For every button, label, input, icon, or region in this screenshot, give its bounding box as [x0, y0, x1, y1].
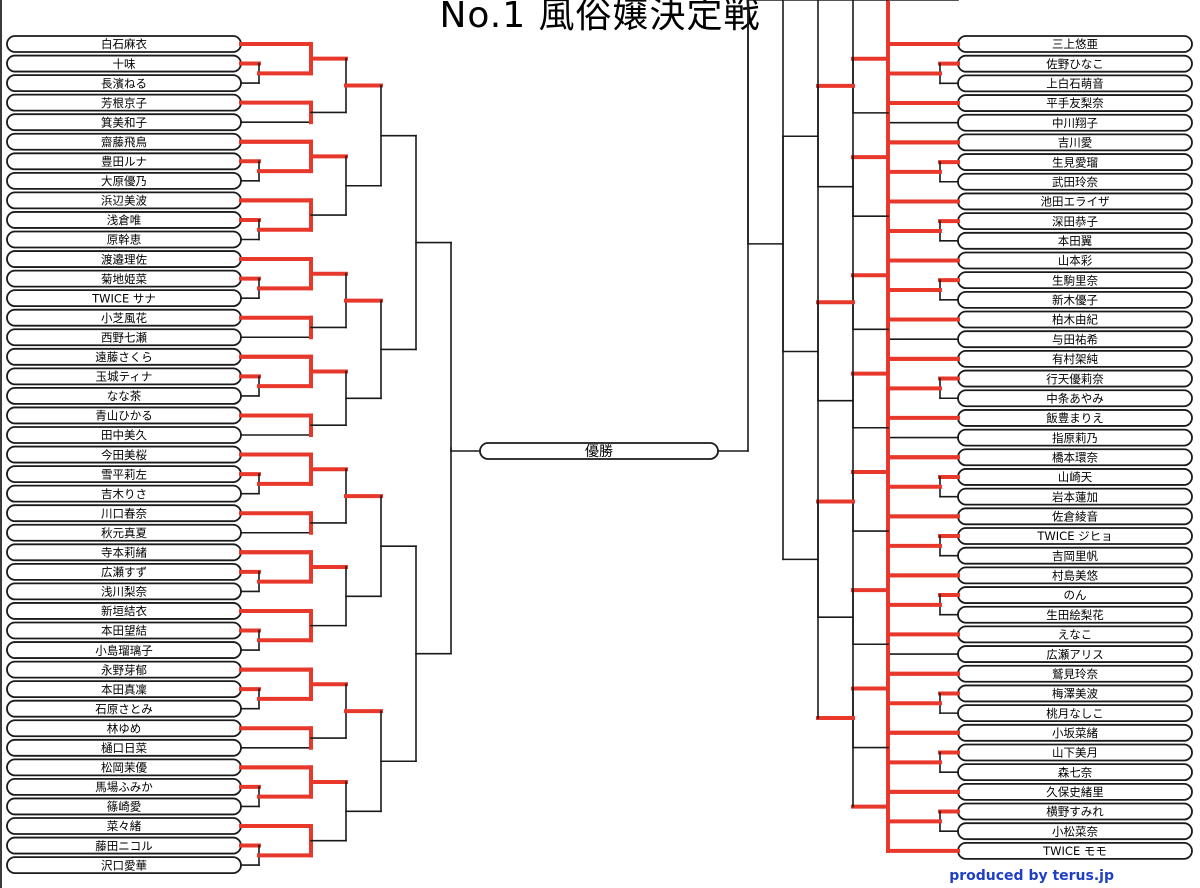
- left-entrant-12-label: 菊地姫菜: [101, 272, 147, 286]
- left-entrant-33-label: 本田真凜: [101, 682, 147, 696]
- right-entrant-5-label: 吉川愛: [1058, 136, 1093, 150]
- left-entrant-21-label: 今田美桜: [101, 448, 147, 462]
- right-entrant-2-label: 上白石萌音: [1046, 77, 1104, 91]
- right-entrant-10-label: 本田翼: [1058, 234, 1093, 248]
- right-entrant-4-label: 中川翔子: [1052, 116, 1098, 130]
- left-entrant-32-label: 永野芽郁: [101, 663, 147, 677]
- left-entrant-11-label: 渡邉理佐: [101, 252, 147, 266]
- left-entrant-24-label: 川口春奈: [101, 506, 147, 520]
- right-entrant-21-label: 橋本環奈: [1052, 450, 1098, 464]
- right-entrant-17-label: 行天優莉奈: [1046, 372, 1104, 386]
- right-entrant-3-label: 平手友梨奈: [1046, 96, 1104, 110]
- left-entrant-42-label: 沢口愛華: [101, 858, 147, 872]
- right-entrant-20-label: 指原莉乃: [1052, 431, 1098, 445]
- right-entrant-41-label: TWICE モモ: [1042, 844, 1107, 858]
- right-entrant-14-label: 柏木由紀: [1052, 313, 1098, 327]
- right-entrant-23-label: 岩本蓮加: [1052, 490, 1098, 504]
- right-entrant-24-label: 佐倉綾音: [1052, 510, 1098, 524]
- left-entrant-25-label: 秋元真夏: [101, 526, 147, 540]
- right-entrant-12-label: 生駒里奈: [1052, 273, 1098, 287]
- right-entrant-39-label: 横野すみれ: [1046, 805, 1104, 819]
- right-entrant-6-label: 生見愛瑠: [1052, 155, 1098, 169]
- left-entrant-23-label: 吉木りさ: [101, 487, 147, 501]
- right-entrant-28-label: のん: [1064, 588, 1087, 602]
- left-entrant-3-label: 芳根京子: [101, 96, 147, 110]
- credit-text: produced by terus.jp: [949, 868, 1114, 884]
- left-entrant-36-label: 樋口日菜: [101, 741, 147, 755]
- right-entrant-38-label: 久保史緒里: [1046, 785, 1104, 799]
- left-entrant-15-label: 西野七瀬: [101, 330, 147, 344]
- right-entrant-8-label: 池田エライザ: [1041, 195, 1110, 209]
- left-entrant-34-label: 石原さとみ: [95, 702, 153, 716]
- left-entrant-28-label: 浅川梨奈: [101, 585, 147, 599]
- right-entrant-25-label: TWICE ジヒョ: [1036, 529, 1112, 543]
- right-entrant-13-label: 新木優子: [1052, 293, 1098, 307]
- right-entrant-11-label: 山本彩: [1058, 254, 1093, 268]
- left-entrant-19-label: 青山ひかる: [95, 409, 153, 423]
- left-entrant-0-label: 白石麻衣: [101, 37, 147, 51]
- right-entrant-29-label: 生田絵梨花: [1046, 608, 1104, 622]
- left-entrant-35-label: 林ゆめ: [107, 721, 142, 735]
- right-entrant-19-label: 飯豊まりえ: [1046, 411, 1104, 425]
- left-entrant-40-label: 菜々緒: [107, 819, 142, 833]
- page-title: No.1 風俗嬢決定戦: [439, 0, 761, 36]
- left-entrant-10-label: 原幹恵: [107, 233, 142, 247]
- left-entrant-41-label: 藤田ニコル: [95, 839, 153, 853]
- left-entrant-26-label: 寺本莉緒: [101, 546, 147, 560]
- left-entrant-39-label: 篠崎愛: [107, 800, 142, 814]
- left-entrant-1-label: 十味: [113, 57, 136, 71]
- left-entrant-2-label: 長濱ねる: [101, 76, 147, 90]
- right-entrant-37-label: 森七奈: [1058, 765, 1093, 779]
- right-entrant-16-label: 有村架純: [1052, 352, 1098, 366]
- right-entrant-26-label: 吉岡里帆: [1052, 549, 1098, 563]
- left-entrant-14-label: 小芝風花: [101, 311, 147, 325]
- right-entrant-30-label: えなこ: [1058, 628, 1093, 642]
- left-entrant-17-label: 玉城ティナ: [96, 370, 153, 384]
- left-entrant-20-label: 田中美久: [101, 428, 147, 442]
- left-entrant-13-label: TWICE サナ: [91, 291, 156, 305]
- champion-label: 優勝: [585, 444, 613, 460]
- right-entrant-31-label: 広瀬アリス: [1046, 647, 1104, 661]
- right-entrant-27-label: 村島美悠: [1052, 569, 1098, 583]
- left-entrant-7-label: 大原優乃: [101, 174, 147, 188]
- right-entrant-33-label: 梅澤美波: [1052, 687, 1098, 701]
- left-entrant-4-label: 箕美和子: [101, 115, 147, 129]
- left-entrant-18-label: なな茶: [107, 389, 142, 403]
- right-entrant-35-label: 小坂菜緒: [1052, 726, 1098, 740]
- right-entrant-0-label: 三上悠亜: [1052, 37, 1098, 51]
- left-entrant-38-label: 馬場ふみか: [95, 780, 153, 794]
- right-entrant-34-label: 桃月なしこ: [1046, 706, 1104, 720]
- right-entrant-32-label: 鷲見玲奈: [1052, 667, 1098, 681]
- left-entrant-37-label: 松岡茉優: [101, 761, 147, 775]
- left-entrant-16-label: 遠藤さくら: [95, 350, 153, 364]
- right-entrant-9-label: 深田恭子: [1052, 214, 1098, 228]
- left-entrant-27-label: 広瀬すず: [101, 565, 147, 579]
- right-entrant-7-label: 武田玲奈: [1052, 175, 1098, 189]
- left-entrant-22-label: 雪平莉左: [101, 467, 147, 481]
- left-entrant-8-label: 浜辺美波: [101, 194, 147, 208]
- left-entrant-9-label: 浅倉唯: [107, 213, 142, 227]
- left-window-edge: [0, 0, 2, 888]
- right-entrant-18-label: 中条あやみ: [1046, 391, 1104, 405]
- right-entrant-15-label: 与田祐希: [1052, 332, 1098, 346]
- left-entrant-30-label: 本田望結: [101, 624, 147, 638]
- right-entrant-36-label: 山下美月: [1052, 746, 1098, 760]
- right-entrant-1-label: 佐野ひなこ: [1046, 57, 1104, 71]
- left-entrant-5-label: 齋藤飛鳥: [101, 135, 147, 149]
- left-entrant-29-label: 新垣結衣: [101, 604, 147, 618]
- right-entrant-22-label: 山崎天: [1058, 470, 1093, 484]
- left-entrant-6-label: 豊田ルナ: [101, 155, 147, 169]
- left-entrant-31-label: 小島瑠璃子: [95, 643, 153, 657]
- champion-box: [479, 442, 719, 460]
- right-entrant-40-label: 小松菜奈: [1052, 824, 1098, 838]
